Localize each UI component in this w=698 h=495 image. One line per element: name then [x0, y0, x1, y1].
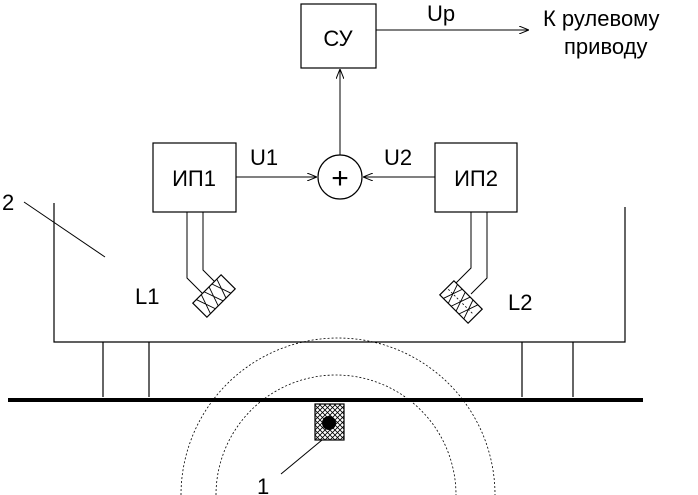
sensor-cables: [186, 212, 488, 295]
vehicle-supports: [102, 342, 574, 397]
vehicle-body: [53, 203, 626, 343]
cable-right-b: [470, 212, 488, 295]
destination-line-1: К рулевому: [543, 6, 660, 31]
coil-l1-label: L1: [135, 284, 159, 309]
inner-field-arc: [215, 374, 457, 495]
control-unit-box: [300, 3, 377, 69]
signal-wires: [236, 30, 528, 177]
control-unit-label: СУ: [323, 26, 353, 51]
cable-left-a: [186, 212, 204, 295]
cable-right-a: [454, 212, 472, 285]
guide-wire: [314, 403, 345, 441]
vehicle-callout-number: 2: [2, 190, 14, 215]
converter-2-label: ИП2: [454, 166, 498, 191]
cable-left-b: [202, 212, 221, 288]
coil-l2-label: L2: [508, 290, 532, 315]
wire-callout-number: 1: [257, 474, 269, 495]
u2-signal-label: U2: [384, 145, 412, 170]
outer-field-arc: [180, 337, 496, 495]
u1-signal-label: U1: [250, 145, 278, 170]
magnetic-field-lines: [180, 337, 496, 495]
output-signal-label: Uр: [427, 1, 455, 26]
callout-leader-wire: [280, 439, 323, 475]
converter-1-label: ИП1: [172, 166, 216, 191]
coil-l1: [191, 273, 237, 319]
callout-leader-vehicle: [23, 201, 106, 258]
destination-line-2: приводу: [564, 34, 647, 59]
summator-sign: +: [331, 162, 349, 195]
coil-l2: [438, 279, 484, 325]
